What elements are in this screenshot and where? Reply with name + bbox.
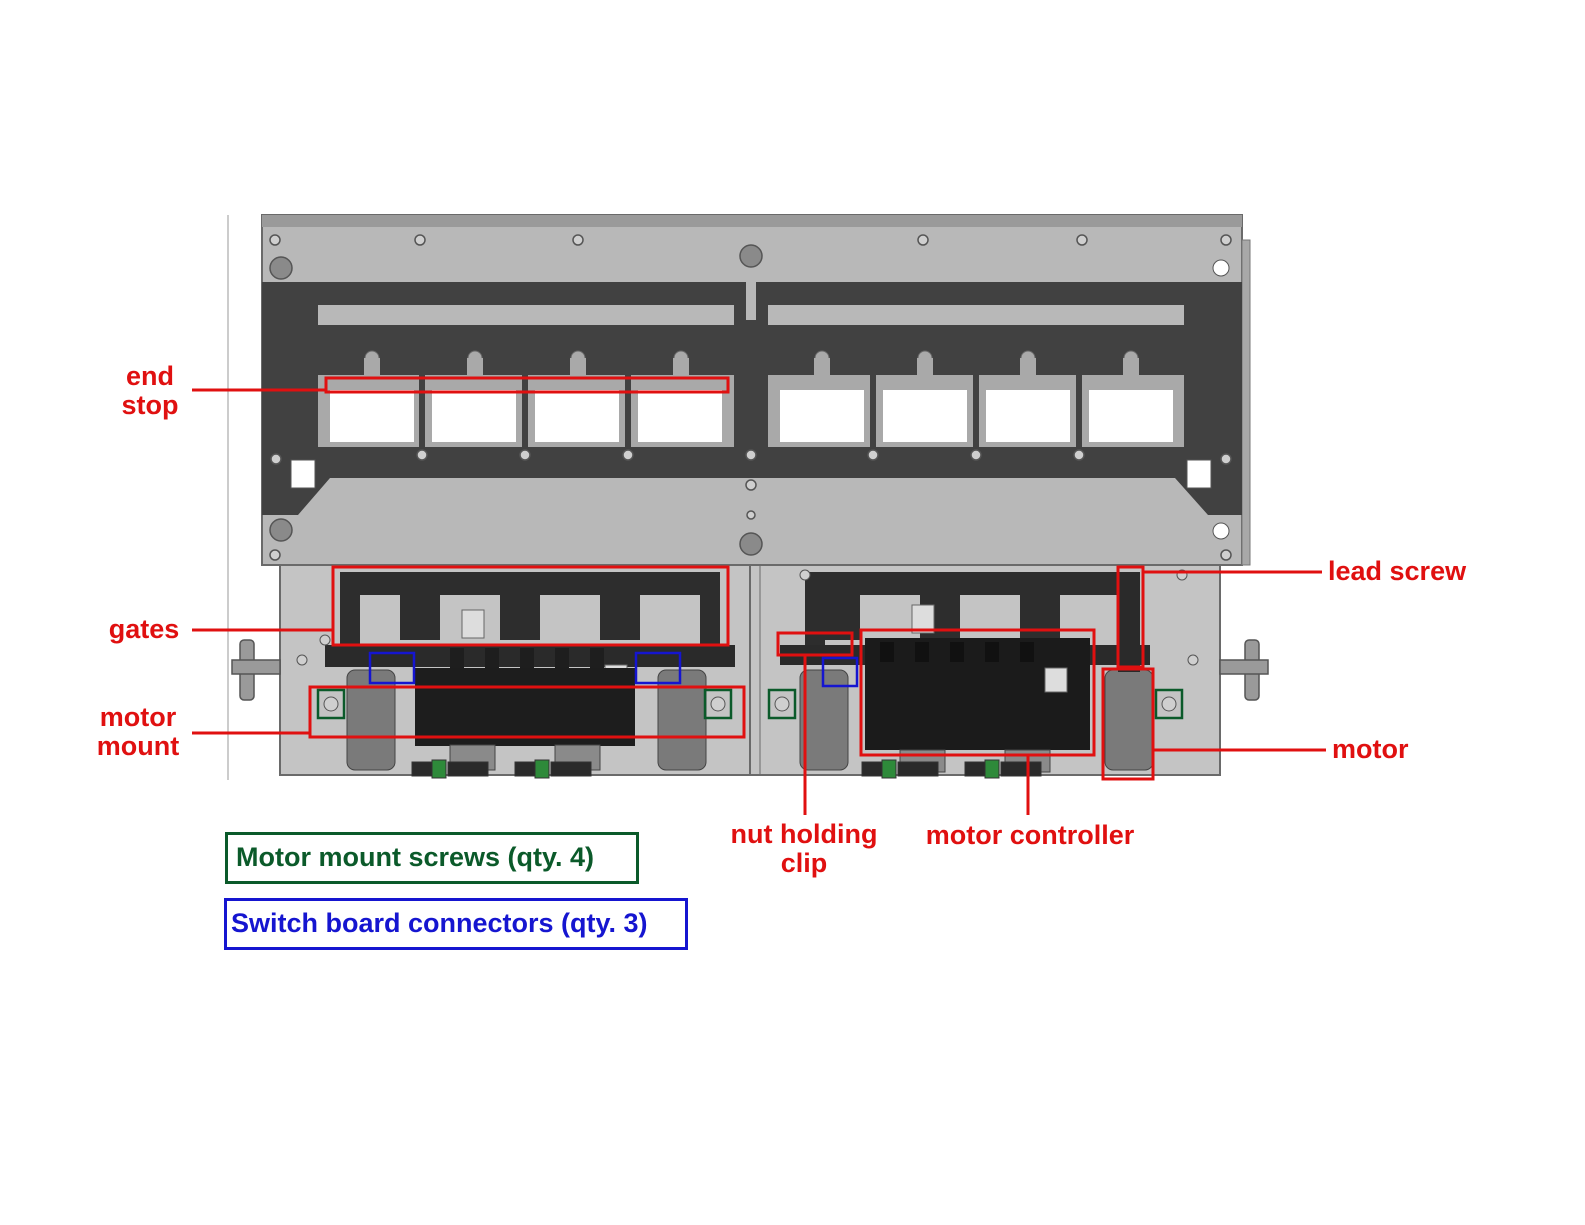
label-motor-controller: motor controller	[912, 821, 1148, 850]
label-gates: gates	[100, 615, 188, 644]
legend-switch-board-connectors: Switch board connectors (qty. 3)	[224, 898, 688, 950]
label-motor-mount: motor mount	[86, 703, 190, 761]
right-gate-windows	[768, 375, 1184, 447]
left-gate-windows	[318, 375, 734, 447]
label-nut-holding-clip: nut holding clip	[720, 820, 888, 878]
label-motor: motor	[1332, 735, 1432, 764]
lower-assembly	[232, 565, 1268, 778]
label-lead-screw: lead screw	[1328, 557, 1488, 586]
upper-plate	[262, 215, 1250, 565]
label-end-stop: end stop	[104, 362, 196, 420]
legend-motor-mount-screws: Motor mount screws (qty. 4)	[225, 832, 639, 884]
